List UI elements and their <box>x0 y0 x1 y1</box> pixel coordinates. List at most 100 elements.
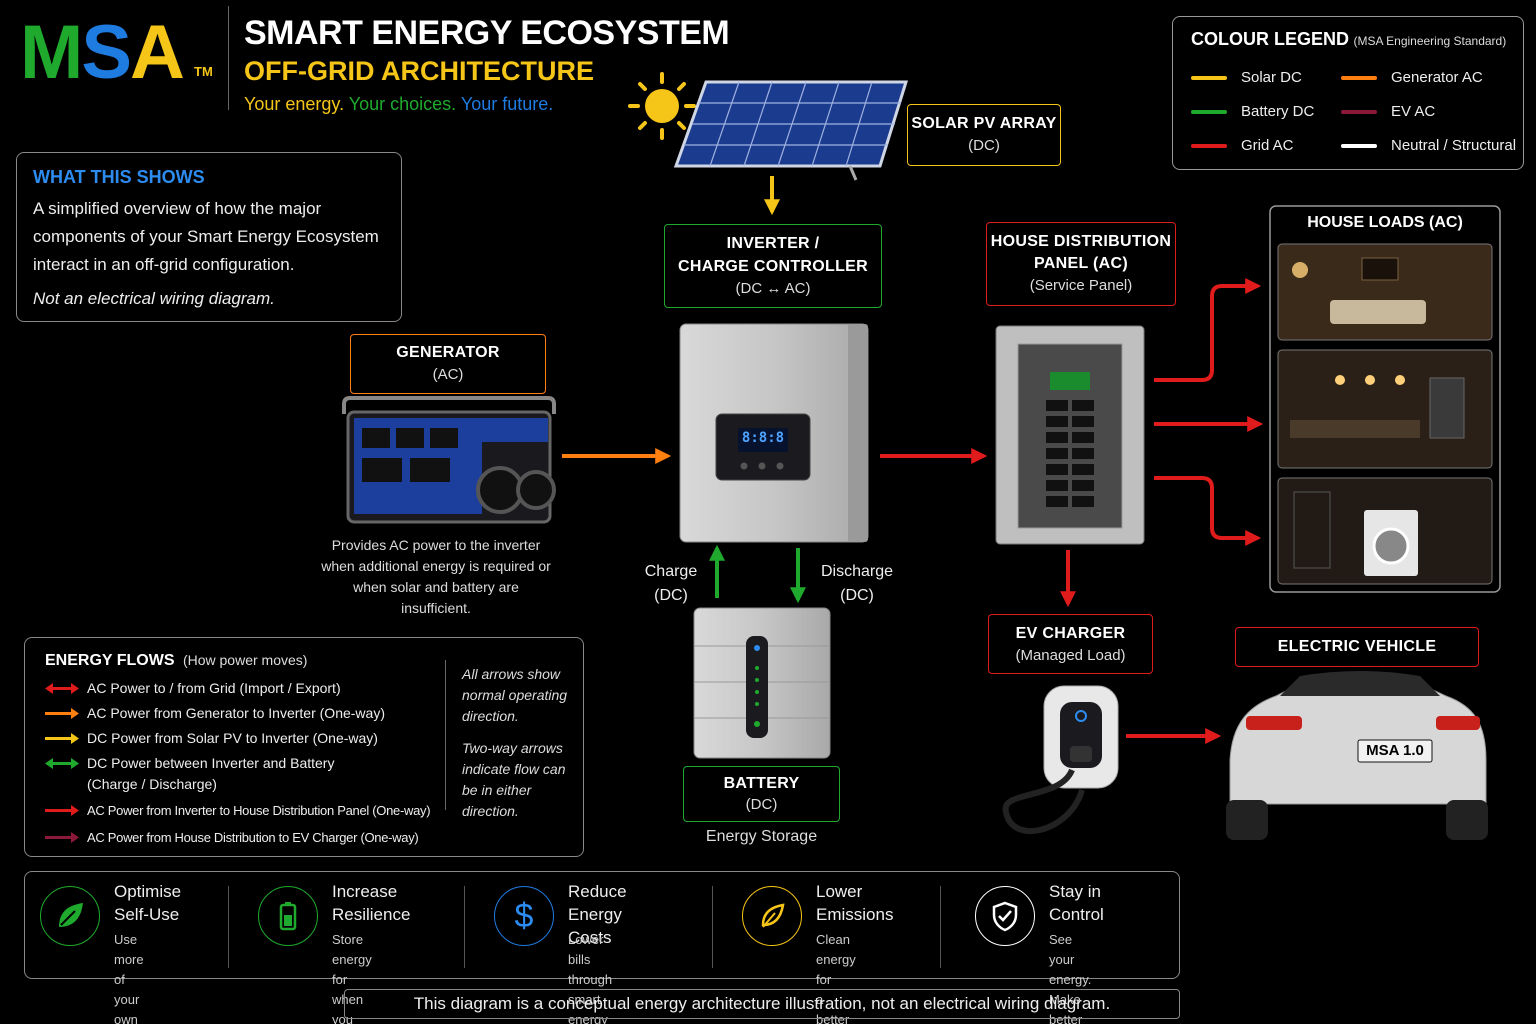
inverter-image <box>679 323 869 543</box>
distribution-panel-image <box>995 325 1145 545</box>
flow-label: AC Power from Generator to Inverter (One… <box>87 705 385 721</box>
solar-title: SOLAR PV ARRAY <box>911 115 1057 132</box>
legend-item-grid-ac: Grid AC <box>1191 137 1294 154</box>
colour-legend-standard: (MSA Engineering Standard) <box>1353 34 1507 48</box>
electric-vehicle-label: ELECTRIC VEHICLE <box>1235 627 1479 667</box>
benefit-title: Stay in Control <box>1049 882 1104 924</box>
colour-legend-title: COLOUR LEGEND (MSA Engineering Standard) <box>1191 29 1506 50</box>
panel-title-1: HOUSE DISTRIBUTION <box>990 233 1172 250</box>
battery-image <box>693 607 831 759</box>
dollar-glyph: $ <box>514 896 534 935</box>
ev-charger-image <box>1002 685 1119 834</box>
energy-flows-heading: ENERGY FLOWS <box>45 652 175 669</box>
legend-item-ev-ac: EV AC <box>1341 103 1435 120</box>
charge-label: Charge (DC) <box>636 560 706 608</box>
inverter-display: 8:8:8 <box>741 430 785 446</box>
legend-label: Grid AC <box>1241 137 1294 154</box>
flow-label-line-1: DC Power between Inverter and Battery <box>87 755 335 771</box>
benefit-separator <box>712 886 713 968</box>
discharge-text: Discharge <box>820 563 894 580</box>
tagline-future: Your future. <box>460 94 554 114</box>
dollar-icon: $ <box>494 886 554 946</box>
discharge-label: Discharge (DC) <box>814 560 900 608</box>
electric-vehicle-title: ELECTRIC VEHICLE <box>1277 638 1437 655</box>
charge-text: Charge <box>644 563 698 580</box>
generator-title: GENERATOR <box>396 344 500 361</box>
legend-item-neutral: Neutral / Structural <box>1341 137 1516 154</box>
benefit-sub: See your energy. Make better choices. <box>1049 932 1092 1024</box>
energy-flows-panel: ENERGY FLOWS (How power moves) AC Power … <box>24 637 584 857</box>
battery-title: BATTERY <box>723 775 800 792</box>
energy-flows-divider <box>445 660 446 810</box>
generator-sub: (AC) <box>432 366 464 383</box>
battery-note: Energy Storage <box>705 828 818 845</box>
page-subtitle: OFF-GRID ARCHITECTURE <box>244 56 594 86</box>
flow-item-inverter-to-panel: AC Power from Inverter to House Distribu… <box>45 800 431 821</box>
tagline: Your energy. Your choices. Your future. <box>244 94 553 115</box>
panel-to-loads-arrow-bottom <box>1154 476 1262 546</box>
benefit-sub: Store energy for when you need it. <box>332 932 372 1024</box>
eco-leaf-icon <box>742 886 802 946</box>
legend-swatch <box>1341 109 1377 114</box>
what-this-shows-panel: WHAT THIS SHOWS A simplified overview of… <box>16 152 402 322</box>
leaf-icon <box>40 886 100 946</box>
legend-label: Generator AC <box>1391 69 1483 86</box>
benefit-title: Increase Resilience <box>332 882 411 924</box>
msa-logo: MSA <box>20 14 185 92</box>
colour-legend-panel: COLOUR LEGEND (MSA Engineering Standard)… <box>1172 16 1524 170</box>
header-divider <box>228 6 229 110</box>
solar-pv-array-label: SOLAR PV ARRAY (DC) <box>907 104 1061 166</box>
legend-label: Battery DC <box>1241 103 1315 120</box>
battery-icon <box>258 886 318 946</box>
tagline-energy: Your energy. <box>244 94 345 114</box>
benefit-title: Reduce Energy Costs <box>568 882 627 947</box>
what-this-shows-line-2: components of your Smart Energy Ecosyste… <box>33 227 379 246</box>
solar-sub: (DC) <box>968 137 1000 154</box>
one-way-arrow-icon <box>45 708 79 719</box>
distribution-panel-label: HOUSE DISTRIBUTION PANEL (AC) (Service P… <box>986 222 1176 306</box>
ev-charger-label: EV CHARGER (Managed Load) <box>988 614 1153 674</box>
legend-item-battery-dc: Battery DC <box>1191 103 1314 120</box>
what-this-shows-line-1: A simplified overview of how the major <box>33 199 322 218</box>
panel-sub: (Service Panel) <box>1029 277 1133 294</box>
shield-check-icon <box>975 886 1035 946</box>
benefit-sub: Clean energy for a better future. <box>816 932 856 1024</box>
logo-s: S <box>81 10 132 95</box>
legend-swatch <box>1191 109 1227 114</box>
flow-item-generator: AC Power from Generator to Inverter (One… <box>45 703 385 724</box>
flow-label: DC Power from Solar PV to Inverter (One-… <box>87 730 378 746</box>
colour-legend-heading: COLOUR LEGEND <box>1191 29 1350 49</box>
legend-swatch <box>1341 143 1377 148</box>
inverter-title-1: INVERTER / <box>726 235 820 252</box>
one-way-arrow-icon <box>45 733 79 744</box>
legend-label: Solar DC <box>1241 69 1302 86</box>
charge-sub: (DC) <box>654 587 688 604</box>
energy-flows-subtitle: (How power moves) <box>182 652 308 668</box>
electric-vehicle-image <box>1226 671 1488 840</box>
solar-panel-image <box>673 80 909 181</box>
logo-trademark: TM <box>194 64 213 79</box>
flow-item-solar: DC Power from Solar PV to Inverter (One-… <box>45 728 378 749</box>
house-loads-image <box>1269 205 1501 593</box>
benefit-title: Optimise Self-Use <box>114 882 182 924</box>
logo-a: A <box>130 10 185 95</box>
inverter-label: INVERTER / CHARGE CONTROLLER (DC ↔ AC) <box>664 224 882 308</box>
legend-label: EV AC <box>1391 103 1436 120</box>
what-this-shows-line-3: interact in an off-grid configuration. <box>33 255 295 274</box>
benefit-separator <box>228 886 229 968</box>
energy-flows-title: ENERGY FLOWS (How power moves) <box>45 652 307 670</box>
two-way-arrow-icon <box>45 683 79 694</box>
legend-item-generator-ac: Generator AC <box>1341 69 1483 86</box>
generator-note: Provides AC power to the inverter when a… <box>321 537 551 616</box>
flow-item-battery: DC Power between Inverter and Battery(Ch… <box>45 753 334 795</box>
one-way-arrow-icon <box>45 805 79 816</box>
panel-title-2: PANEL (AC) <box>1034 255 1128 272</box>
benefit-separator <box>464 886 465 968</box>
battery-label: BATTERY (DC) <box>683 766 840 822</box>
inverter-title-2: CHARGE CONTROLLER <box>678 258 868 275</box>
flows-note-2: Two-way arrows indicate flow can be in e… <box>462 740 566 819</box>
footer-disclaimer-text: This diagram is a conceptual energy arch… <box>413 994 1111 1013</box>
flow-label: AC Power to / from Grid (Import / Export… <box>87 680 341 696</box>
two-way-arrow-icon <box>45 758 79 769</box>
